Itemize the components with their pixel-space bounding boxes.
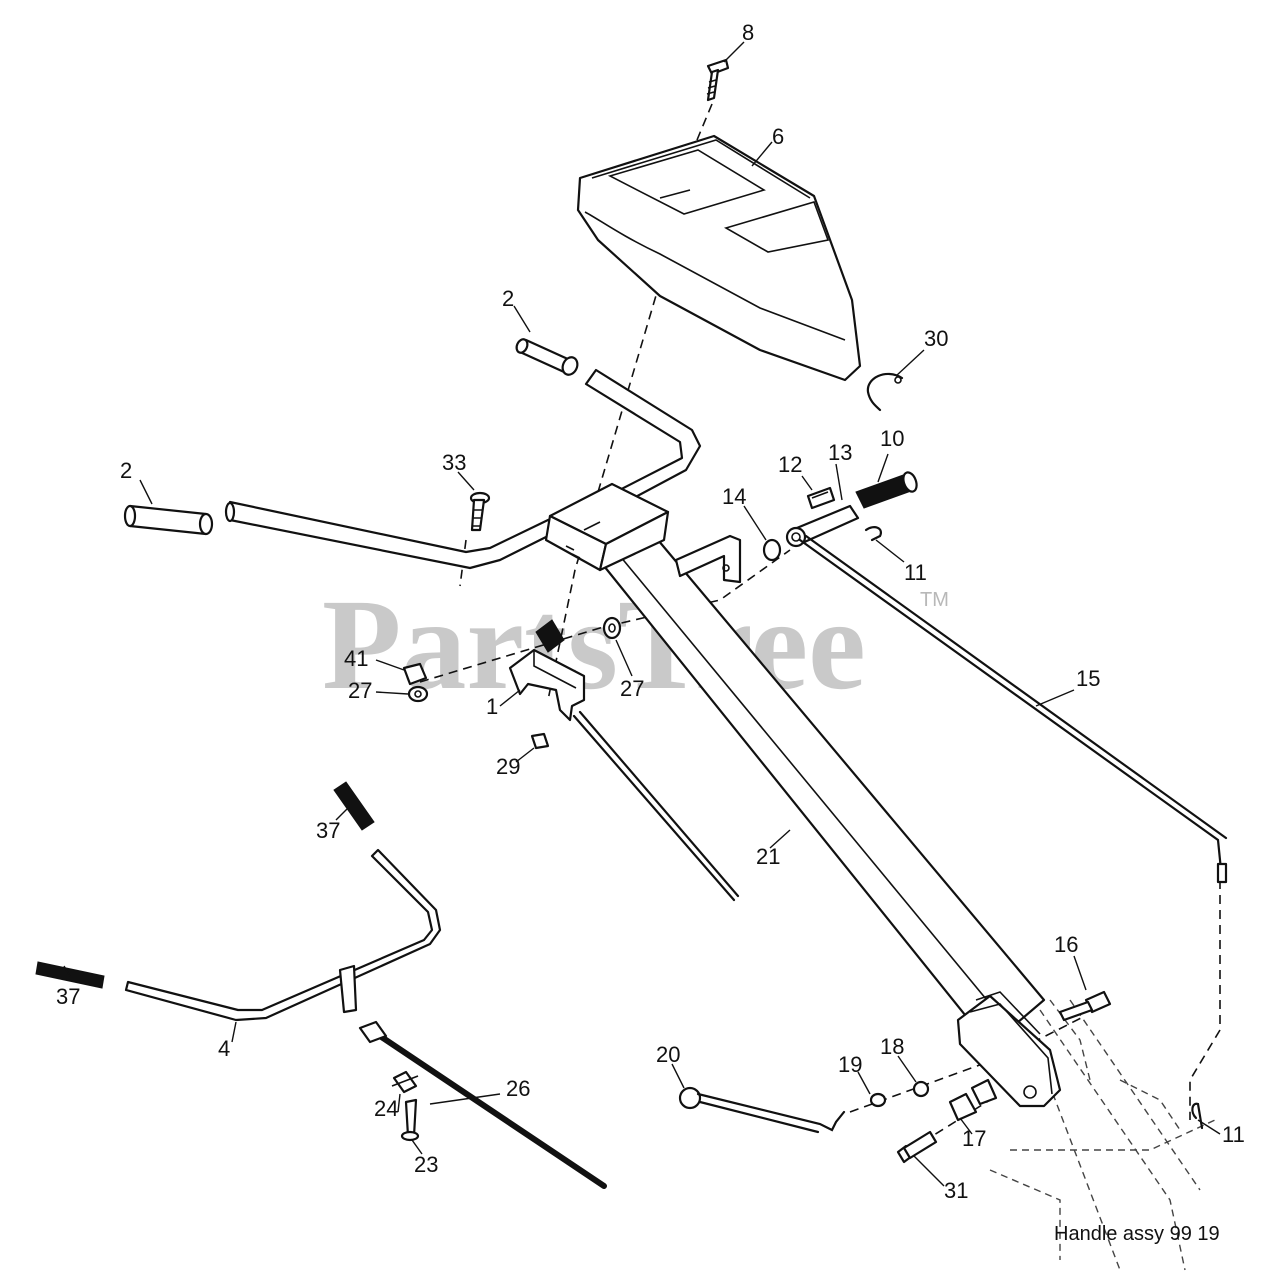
bolt-31 bbox=[896, 1130, 938, 1164]
callout-15: 15 bbox=[1076, 666, 1100, 691]
callout-30: 30 bbox=[924, 326, 948, 351]
callout-2-left: 2 bbox=[120, 458, 132, 483]
callout-16: 16 bbox=[1054, 932, 1078, 957]
callout-31: 31 bbox=[944, 1178, 968, 1203]
diagram-caption: Handle assy 99 19 bbox=[1054, 1223, 1220, 1245]
callout-11-upper: 11 bbox=[904, 560, 927, 585]
callout-21: 21 bbox=[756, 844, 780, 869]
callout-2-upper: 2 bbox=[502, 286, 514, 311]
retaining-clip-30 bbox=[866, 372, 904, 412]
handle-tube-21-pivot-end bbox=[956, 991, 1062, 1108]
callout-23: 23 bbox=[414, 1152, 438, 1177]
spacer-41 bbox=[402, 662, 428, 686]
bolt-12 bbox=[806, 486, 836, 510]
hairpin-11-upper bbox=[864, 526, 882, 542]
callout-4: 4 bbox=[218, 1036, 230, 1061]
cable-26 bbox=[358, 1020, 607, 1189]
callout-10: 10 bbox=[880, 426, 904, 451]
handle-grip-10 bbox=[855, 471, 918, 509]
callout-12: 12 bbox=[778, 452, 802, 477]
screw-8 bbox=[706, 58, 730, 102]
washer-19 bbox=[869, 1092, 887, 1108]
lever-grip-37-upper bbox=[333, 781, 375, 831]
bracket-1 bbox=[508, 619, 586, 722]
pivot-arm-13 bbox=[785, 504, 860, 548]
shift-lever-20 bbox=[678, 1086, 846, 1134]
bolt-16 bbox=[1058, 990, 1112, 1022]
grip-sleeve-2-left bbox=[123, 504, 214, 536]
carriage-bolt-33 bbox=[469, 491, 491, 532]
leader-lines bbox=[63, 41, 1221, 1187]
assembly-line-console-to-bracket bbox=[547, 281, 661, 701]
retaining-clip-30-eye bbox=[894, 376, 902, 384]
screw-23 bbox=[400, 1098, 420, 1142]
grip-sleeve-2-upper bbox=[515, 338, 579, 376]
callout-18: 18 bbox=[880, 1034, 904, 1059]
handle-mount-box bbox=[544, 482, 742, 584]
control-lever-4 bbox=[124, 848, 442, 1022]
hairpin-11-lower bbox=[1191, 1102, 1204, 1130]
callout-37-upper: 37 bbox=[316, 818, 340, 843]
callout-14: 14 bbox=[722, 484, 746, 509]
callout-27-right: 27 bbox=[620, 676, 644, 701]
nut-27-left bbox=[407, 685, 429, 703]
nut-18 bbox=[912, 1080, 930, 1098]
spacer-14 bbox=[762, 538, 782, 562]
callout-6: 6 bbox=[772, 124, 784, 149]
shift-rod-bracket-edge bbox=[578, 710, 740, 898]
callout-27-left: 27 bbox=[348, 678, 372, 703]
callout-19: 19 bbox=[838, 1052, 862, 1077]
assembly-line-rod-15 bbox=[1189, 880, 1221, 1120]
nut-29 bbox=[530, 732, 550, 750]
callout-41: 41 bbox=[344, 646, 368, 671]
cable-clamp-24 bbox=[391, 1070, 419, 1094]
callout-24: 24 bbox=[374, 1096, 398, 1121]
nut-27-right bbox=[602, 616, 622, 640]
pivot-plate-17 bbox=[948, 1078, 998, 1122]
watermark-trademark: TM bbox=[920, 589, 949, 611]
shift-rod-bracket bbox=[572, 714, 736, 902]
control-rod-15 bbox=[798, 534, 1228, 884]
callout-33: 33 bbox=[442, 450, 466, 475]
callout-17: 17 bbox=[962, 1126, 986, 1151]
assembly-line-lever-pivot bbox=[419, 549, 791, 683]
callout-13: 13 bbox=[828, 440, 852, 465]
callout-1: 1 bbox=[486, 694, 498, 719]
callout-20: 20 bbox=[656, 1042, 680, 1067]
callout-8: 8 bbox=[742, 20, 754, 45]
callout-labels: 8 6 2 30 2 33 10 12 13 14 11 41 27 1 27 … bbox=[56, 20, 1245, 1203]
callout-29: 29 bbox=[496, 754, 520, 779]
callout-26: 26 bbox=[506, 1076, 530, 1101]
callout-37-left: 37 bbox=[56, 984, 80, 1009]
console-cover bbox=[576, 134, 862, 382]
callout-11-lower: 11 bbox=[1222, 1122, 1245, 1147]
